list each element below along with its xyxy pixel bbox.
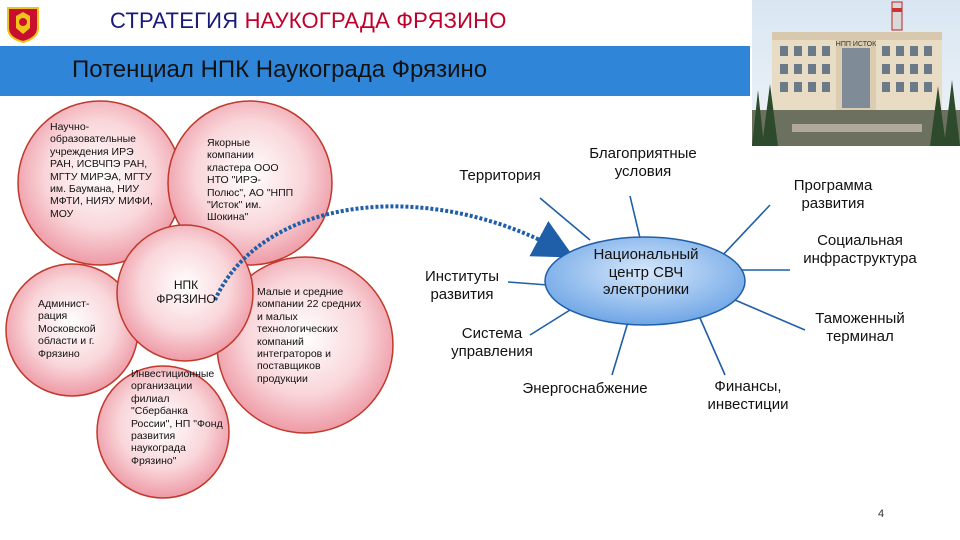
circle-center <box>116 224 254 362</box>
hub-ellipse <box>544 236 746 326</box>
city-emblem-icon <box>6 6 40 44</box>
circle-investment <box>96 365 230 499</box>
investment-label: Инвестиционные организации филиал "Сберб… <box>131 368 223 467</box>
photo-caption: НПП ИСТОК <box>836 41 877 48</box>
energy-label: Энергоснабжение <box>522 380 648 397</box>
flow-arrow <box>213 204 575 301</box>
anchor-label: Якорные компании кластера ООО НТО "ИРЭ-П… <box>207 137 294 224</box>
management-label: Система управления <box>451 325 533 360</box>
finance-label: Финансы, инвестиции <box>707 378 789 413</box>
title-part2: НАУКОГРАДА ФРЯЗИНО <box>244 8 507 33</box>
subtitle-banner <box>0 46 750 96</box>
conditions-label: Благоприятные условия <box>589 145 697 180</box>
education-label: Научно-образовательные учреждения ИРЭ РА… <box>50 121 153 220</box>
hub-spokes <box>507 195 806 376</box>
cluster-center-label: НПК ФРЯЗИНО <box>156 278 216 307</box>
territory-label: Территория <box>459 167 541 184</box>
admin-label: Админист-рация Московской области и г. Ф… <box>38 298 96 360</box>
circle-anchor <box>167 100 333 266</box>
institutes-label: Институты развития <box>424 268 499 303</box>
hub-center-label: Национальный центр СВЧ электроники <box>593 246 699 299</box>
subtitle: Потенциал НПК Наукограда Фрязино <box>72 56 488 83</box>
program-label: Программа развития <box>793 177 873 212</box>
sme-label: Малые и средние компании 22 средних и ма… <box>257 286 362 385</box>
building-photo: НПП ИСТОК <box>752 0 960 146</box>
title-part1: СТРАТЕГИЯ <box>110 8 239 33</box>
customs-label: Таможенный терминал <box>815 310 905 345</box>
page-title: СТРАТЕГИЯ НАУКОГРАДА ФРЯЗИНО <box>110 8 507 34</box>
social-label: Социальная инфраструктура <box>803 232 917 267</box>
page-number: 4 <box>878 508 885 520</box>
